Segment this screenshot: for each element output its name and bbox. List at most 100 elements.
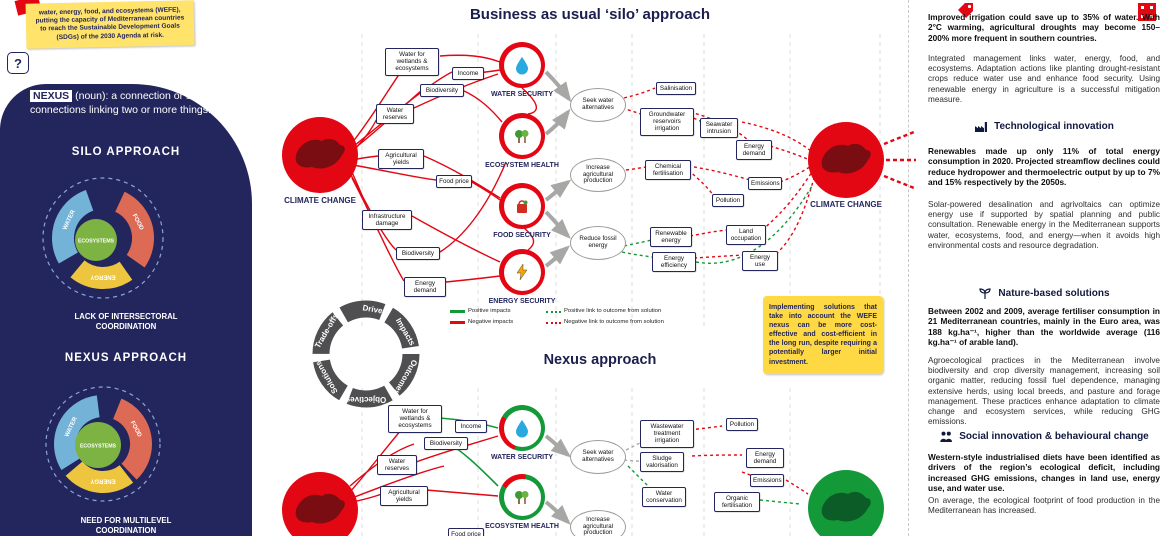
outcome-box: Pollution [726, 418, 758, 432]
legend-label: Positive impacts [468, 307, 511, 314]
legend-item: Positive link to outcome from solution [546, 306, 676, 317]
food-security-node [499, 183, 545, 229]
dashed-boundary-circle [45, 386, 161, 502]
cost-effectiveness-callout: Implementing solutions that take into ac… [763, 296, 883, 374]
factor-box: Biodiversity [424, 437, 468, 451]
factor-box: Agricultural yields [380, 486, 428, 507]
people-icon [940, 431, 953, 442]
water-security-node [499, 42, 545, 88]
silo-approach-diagram: ECOSYSTEMS WATER FOOD ENERGY [42, 177, 164, 299]
outcome-box: Wastewater treatment irrigation [640, 420, 694, 448]
fertiliser-stat-text: Between 2002 and 2009, average fertilise… [928, 306, 1160, 347]
outcome-box: Energy demand [746, 448, 784, 469]
outcome-box: Chemical fertilisation [645, 160, 691, 181]
mediterranean-map-icon [821, 491, 871, 522]
nature-based-solutions-heading: Nature-based solutions [928, 286, 1160, 300]
factory-icon [975, 122, 988, 132]
outcome-box: Energy use [742, 251, 778, 272]
factor-box: Water reserves [376, 104, 414, 125]
solar-desalination-text: Solar-powered desalination and agrivolta… [928, 200, 1160, 250]
solution-ellipse: Seek water alternatives [570, 440, 626, 474]
climate-change-left-label: CLIMATE CHANGE [284, 196, 356, 205]
legend-label: Negative link to outcome from solution [564, 318, 664, 325]
nexus-approach-title: NEXUS APPROACH [64, 352, 188, 364]
energy-label: ENERGY [90, 477, 115, 483]
ecosystems-label: ECOSYSTEMS [78, 238, 115, 244]
food-arc [54, 395, 152, 493]
trees-icon [515, 130, 529, 143]
outcome-box: Emissions [750, 474, 784, 488]
social-innovation-heading: Social innovation & behavioural change [928, 430, 1160, 443]
outcome-box: Emissions [748, 177, 782, 191]
water-arc [52, 187, 154, 289]
agroecology-text: Agroecological practices in the Mediterr… [928, 356, 1160, 427]
water-drop-icon [516, 420, 528, 438]
energy-arc [52, 187, 154, 289]
outcome-box: Water conservation [642, 487, 686, 508]
heading-label: Social innovation & behavioural change [959, 431, 1149, 442]
ecosystems-circle [75, 219, 117, 261]
ecosystems-circle [75, 422, 121, 468]
outcome-box: Groundwater reservoirs irrigation [640, 108, 694, 136]
climate-change-bottom-right-icon [808, 470, 884, 536]
silo-approach-title: SILO APPROACH [71, 146, 181, 158]
solution-ellipse: Reduce fossil energy [570, 226, 626, 260]
nexus-definition-text: (noun): a connection or series of connec… [30, 90, 226, 116]
water-security-node-nexus [499, 405, 545, 451]
factor-box: Income [452, 67, 484, 81]
factor-box: Infrastructure damage [362, 210, 412, 231]
diets-stat-text: Western-style industrialised diets have … [928, 452, 1160, 493]
water-arc [54, 395, 152, 493]
ecosystem-health-node-nexus [499, 474, 545, 520]
callout-text: Implementing solutions that take into ac… [769, 304, 877, 366]
silo-caption: LACK OF INTERSECTORAL COORDINATION [74, 312, 178, 332]
outcome-box: Salinisation [656, 82, 696, 96]
sprout-icon [979, 288, 992, 299]
mediterranean-map-icon [295, 493, 345, 524]
water-drop-icon [516, 57, 528, 75]
nexus-diagram-title: Nexus approach [543, 352, 657, 368]
climate-change-right-icon [808, 122, 884, 198]
outcome-box: Sludge valorisation [640, 452, 684, 473]
climate-change-right-label: CLIMATE CHANGE [810, 200, 882, 209]
factor-box: Biodiversity [396, 247, 440, 261]
solution-ellipse: Increase agricultural production [570, 510, 626, 536]
wheel-ring [312, 300, 420, 408]
water-security-label-nexus: WATER SECURITY [490, 454, 554, 461]
ecosystem-health-node [499, 113, 545, 159]
column-separator [908, 0, 909, 536]
silo-diagram-title: Business as usual ‘silo’ approach [469, 6, 711, 23]
positive-link-swatch [546, 310, 561, 313]
factor-box: Water for wetlands & ecosystems [385, 48, 439, 76]
energy-label: ENERGY [90, 273, 115, 279]
integrated-management-text: Integrated management links water, energ… [928, 54, 1160, 104]
ecosystem-health-label-nexus: ECOSYSTEM HEALTH [485, 523, 559, 530]
technological-innovation-heading: Technological innovation [928, 120, 1160, 133]
outcome-box: Renewable energy [650, 227, 692, 248]
question-bubble-icon: ? [7, 52, 29, 74]
factor-box: Food price [436, 175, 472, 189]
factor-box: Food price [448, 528, 484, 536]
factor-box: Income [455, 420, 487, 434]
climate-change-bottom-left-icon [282, 472, 358, 536]
outcome-box: Pollution [712, 194, 744, 208]
factor-box: Water for wetlands & ecosystems [388, 405, 442, 433]
legend-label: Negative impacts [468, 318, 514, 325]
legend-label: Positive link to outcome from solution [564, 307, 662, 314]
heading-label: Technological innovation [994, 121, 1114, 132]
intro-note: water, energy, food, and ecosystems (WEF… [25, 0, 195, 49]
food-security-label: FOOD SECURITY [493, 232, 551, 239]
outcome-box: Energy demand [736, 140, 772, 161]
factor-box: Biodiversity [420, 84, 464, 98]
dashed-boundary-circle [42, 177, 164, 299]
energy-security-label: ENERGY SECURITY [488, 298, 556, 305]
renewables-stat-text: Renewables made up only 11% of total ene… [928, 146, 1160, 187]
outcome-box: Energy efficiency [652, 252, 696, 273]
qr-code-icon [1138, 3, 1156, 21]
irrigation-stat-text: Improved irrigation could save up to 35%… [928, 12, 1160, 43]
factor-box: Energy demand [404, 277, 446, 298]
heading-label: Nature-based solutions [998, 287, 1110, 299]
outcome-box: Seawater intrusion [700, 118, 738, 139]
legend-item: Positive impacts [450, 306, 542, 317]
